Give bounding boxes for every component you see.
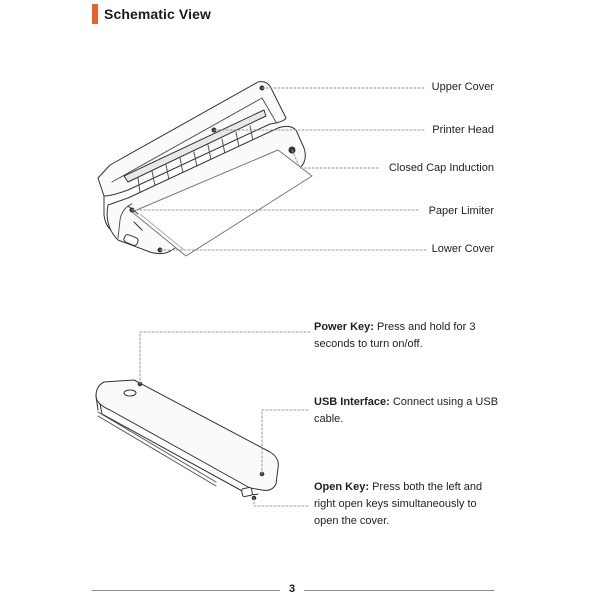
- accent-bar: [92, 4, 98, 24]
- open-key-text: Press both the left and right open keys …: [314, 481, 483, 527]
- label-printer-head: Printer Head: [432, 124, 494, 136]
- bottom-leader-lines: [139, 331, 311, 507]
- section-header: Schematic View: [92, 4, 211, 24]
- open-key-term: Open Key:: [314, 481, 370, 493]
- label-closed-cap-induction: Closed Cap Induction: [388, 162, 494, 174]
- label-paper-limiter: Paper Limiter: [428, 205, 494, 217]
- power-key-description: Power Key: Press and hold for 3 seconds …: [314, 319, 504, 353]
- label-upper-cover: Upper Cover: [431, 81, 494, 93]
- open-printer-illustration: [97, 81, 313, 257]
- footer-rule-left: [92, 590, 280, 591]
- usb-interface-term: USB Interface:: [314, 396, 390, 408]
- open-key-description: Open Key: Press both the left and right …: [314, 479, 504, 530]
- closed-printer-illustration: [95, 379, 279, 501]
- page-title: Schematic View: [104, 6, 211, 22]
- power-key-term: Power Key:: [314, 321, 374, 333]
- power-key-text: Press and hold for 3 seconds to turn on/…: [314, 321, 476, 350]
- label-lower-cover: Lower Cover: [431, 243, 494, 255]
- usb-interface-text: Connect using a USB cable.: [314, 396, 499, 425]
- footer-rule-right: [304, 590, 494, 591]
- top-leader-lines: [131, 87, 427, 251]
- usb-interface-description: USB Interface: Connect using a USB cable…: [314, 394, 504, 428]
- page-number: 3: [288, 583, 296, 595]
